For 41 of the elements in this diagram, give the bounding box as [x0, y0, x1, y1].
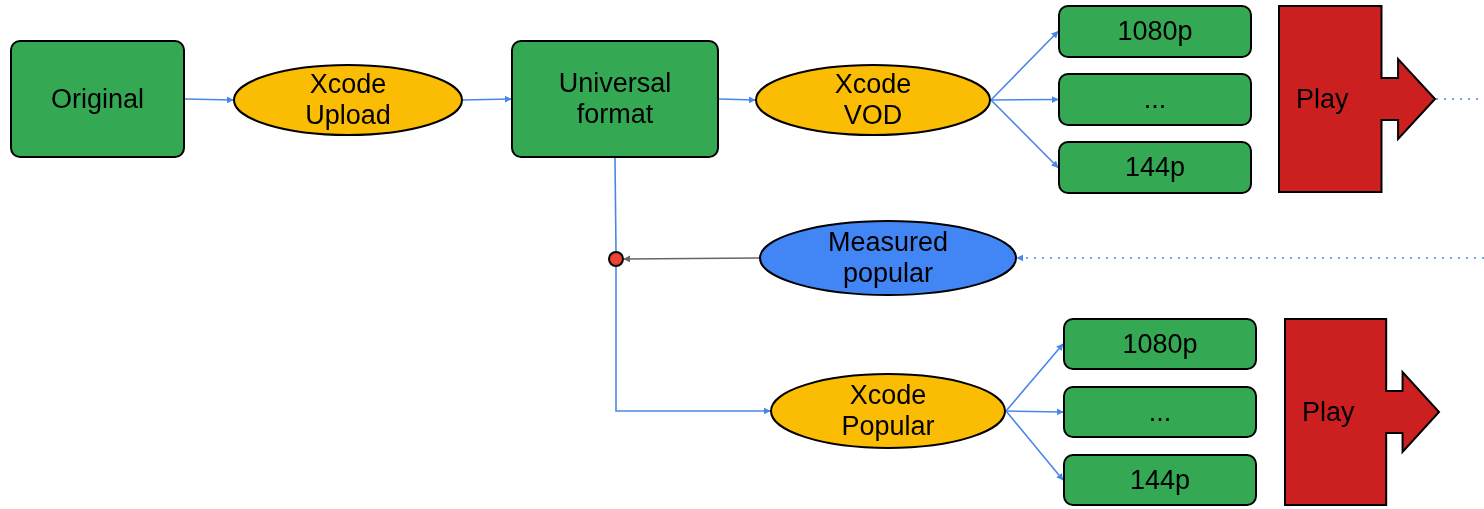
process-ellipse — [759, 220, 1017, 296]
node-label: Original — [50, 83, 144, 115]
node-label: Xcode VOD — [833, 69, 913, 131]
process-ellipse — [755, 64, 991, 136]
process-box — [10, 40, 185, 158]
arrow — [462, 95, 512, 103]
node-label: 1080p — [1117, 16, 1193, 47]
arrow — [990, 30, 1059, 101]
node-label: Xcode Upload — [304, 69, 392, 131]
arrow — [990, 99, 1059, 169]
node-label: Play — [1302, 396, 1355, 428]
node-label: Play — [1296, 83, 1349, 115]
arrow — [615, 266, 771, 415]
resolution-box — [1058, 5, 1252, 58]
node-label: ... — [1148, 396, 1172, 428]
dotted-connector — [1016, 254, 1484, 262]
arrow — [1005, 410, 1064, 481]
process-ellipse — [770, 373, 1006, 449]
play-arrow-shape — [1284, 318, 1440, 506]
arrow — [718, 96, 756, 104]
node-label: Measured popular — [826, 227, 950, 289]
arrow — [184, 96, 234, 104]
resolution-box — [1063, 386, 1257, 438]
process-box — [511, 40, 719, 158]
resolution-box — [1063, 454, 1257, 506]
arrow — [1005, 343, 1064, 412]
node-label: Universal format — [557, 68, 673, 130]
process-ellipse — [233, 64, 463, 136]
junction-dot — [608, 251, 624, 267]
arrow — [990, 96, 1059, 104]
node-label: Xcode Popular — [840, 380, 936, 442]
arrow — [623, 255, 760, 263]
resolution-box — [1058, 141, 1252, 194]
resolution-box — [1058, 73, 1252, 126]
arrow — [1005, 408, 1064, 416]
node-label: 1080p — [1122, 328, 1198, 360]
node-label: 144p — [1129, 464, 1191, 496]
node-label: 144p — [1124, 152, 1186, 183]
play-arrow-shape — [1278, 5, 1436, 193]
resolution-box — [1063, 318, 1257, 370]
node-label: ... — [1143, 84, 1167, 115]
